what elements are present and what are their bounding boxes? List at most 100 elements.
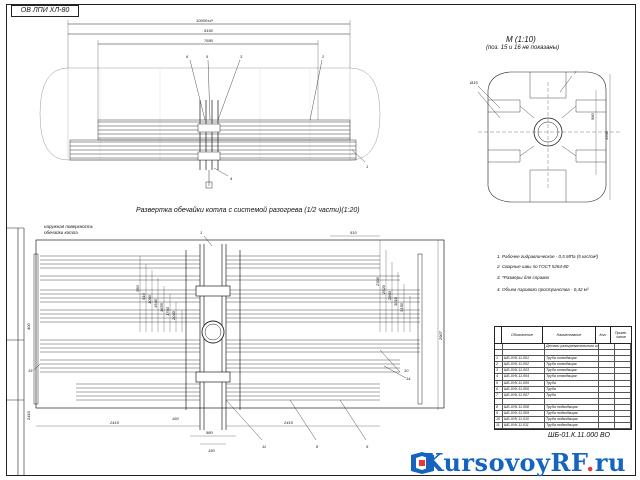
note-1: 1. Рабочее гидравлическое - 0,5 МПа (5 к… [497, 254, 599, 259]
spec-header-name: Наименование [543, 327, 596, 343]
callout-top-4: 4 [230, 176, 233, 181]
spec-cell-note [615, 356, 631, 362]
dev-dim-v-2: 1060 [147, 294, 152, 304]
view-label-note: (поз. 15 и 16 не показаны) [486, 45, 560, 51]
callout-dev-11: 11 [262, 444, 266, 449]
watermark-logo-icon [411, 452, 434, 474]
callout-top-6: 6 [186, 54, 189, 59]
dev-dim-v-8: 2520 [381, 284, 386, 295]
spec-cell-pos: 2 [495, 362, 503, 368]
dev-dim-v-11: 3150 [399, 302, 404, 312]
callout-dev-1: 1 [200, 230, 202, 235]
spec-cell-name: Труба отводящая [545, 368, 599, 374]
spec-header-qty: Кол. [596, 327, 611, 343]
spec-cell-qty [599, 404, 615, 411]
spec-cell-qty [599, 417, 615, 423]
callout-top-2: 2 [321, 54, 325, 59]
dev-dim-b-3: 2415 [283, 420, 294, 425]
spec-header-code: Обозначение [502, 327, 543, 343]
specification-table: Обозначение Наименование Кол. Приме-чани… [494, 326, 632, 430]
callout-dev-14: 14 [406, 376, 411, 381]
spec-cell-name: Труба отводящая [545, 362, 599, 368]
dev-dim-b-2: 980 [206, 430, 213, 435]
spec-cell-pos: 4 [495, 374, 503, 380]
spec-cell-note [615, 350, 631, 356]
dev-dim-v-3: 1540 [153, 298, 158, 308]
view-dim-dia: Ø15 [469, 80, 478, 85]
spec-cell-name: Труба подводящая [545, 417, 599, 423]
watermark-main: KursovoyRF [422, 448, 587, 477]
watermark-dot: . [586, 448, 595, 477]
dev-dim-v-12: 2907 [438, 330, 443, 341]
watermark: KursovoyRF.ru [422, 448, 626, 477]
spec-cell-qty [599, 386, 615, 392]
watermark-tld: ru [594, 448, 626, 477]
spec-cell-note [615, 362, 631, 368]
spec-cell-name [545, 398, 599, 404]
document-code: ШБ-01.К.11.000 ВО [548, 432, 610, 439]
spec-cell-pos: 9 [495, 411, 503, 417]
dev-dim-v-10: 3010 [393, 296, 398, 306]
spec-cell-pos: 1 [495, 356, 503, 362]
spec-cell-note [615, 344, 631, 350]
spec-cell-name: Труба [545, 386, 599, 392]
spec-cell-code [503, 344, 545, 350]
spec-cell-note [615, 423, 631, 429]
spec-cell-name: Труба отводящая [545, 374, 599, 380]
spec-cell-note [615, 368, 631, 374]
spec-cell-name: Труба [545, 392, 599, 398]
spec-header-note: Приме-чание [614, 331, 628, 339]
spec-cell-code: ШБ-0УК.11.011 [503, 423, 545, 429]
section-title: Развертка обечайки котла с системой разо… [136, 207, 360, 214]
spec-cell-name [545, 350, 599, 356]
spec-cell-qty [599, 392, 615, 398]
spec-cell-code: ШБ-0УК.11.006 [503, 386, 545, 392]
spec-cell-pos: 6 [495, 386, 503, 392]
callout-dev-9: 9 [366, 444, 369, 449]
spec-cell-name: Труба подводящая [545, 423, 599, 429]
dim-length-3: 7680 [204, 38, 214, 43]
spec-cell-qty [599, 350, 615, 356]
spec-cell-qty [599, 368, 615, 374]
detail-view-m [477, 71, 620, 203]
view-dim-1560: 1560 [604, 130, 609, 140]
spec-rows: Детали разогревательного изделия1ШБ-0УК.… [495, 344, 631, 430]
spec-cell-pos: 3 [495, 368, 503, 374]
dev-dim-v-5: 1760 [165, 306, 170, 316]
spec-cell-name: Труба отводящая [545, 356, 599, 362]
spec-cell-name: Труба подводящая [545, 411, 599, 417]
dev-dim-b-1: 160 [172, 416, 179, 421]
spec-cell-note [615, 417, 631, 423]
spec-cell-pos: 11 [495, 423, 503, 429]
spec-cell-note [615, 380, 631, 386]
spec-cell-pos [495, 344, 503, 350]
spec-cell-code: ШБ-0УК.11.007 [503, 392, 545, 398]
spec-cell-code: ШБ-0УК.11.009 [503, 411, 545, 417]
spec-cell-note [615, 386, 631, 392]
spec-cell-qty [599, 362, 615, 368]
spec-cell-qty [599, 374, 615, 380]
spec-cell-note [615, 411, 631, 417]
note-4: 4. Объем парового пространства - 0,42 м³ [497, 287, 589, 292]
spec-cell-code: ШБ-0УК.11.003 [503, 368, 545, 374]
callout-top-1: 1 [366, 164, 368, 169]
spec-cell-code: ШБ-0УК.11.004 [503, 374, 545, 380]
spec-cell-pos: 10 [495, 417, 503, 423]
spec-cell-qty [599, 398, 615, 404]
spec-cell-qty [599, 356, 615, 362]
spec-row [495, 350, 631, 357]
shell-boiler-label: обечайки котла [44, 230, 78, 235]
view-dim-580: 580 [590, 113, 595, 120]
spec-cell-code: ШБ-0УК.11.005 [503, 380, 545, 386]
view-label-scale: М (1:10) [506, 35, 536, 44]
dim-length-2: 9160 [204, 28, 214, 33]
dev-dim-b-4: 150 [208, 448, 215, 453]
spec-cell-name: Детали разогревательного изделия [546, 344, 599, 350]
